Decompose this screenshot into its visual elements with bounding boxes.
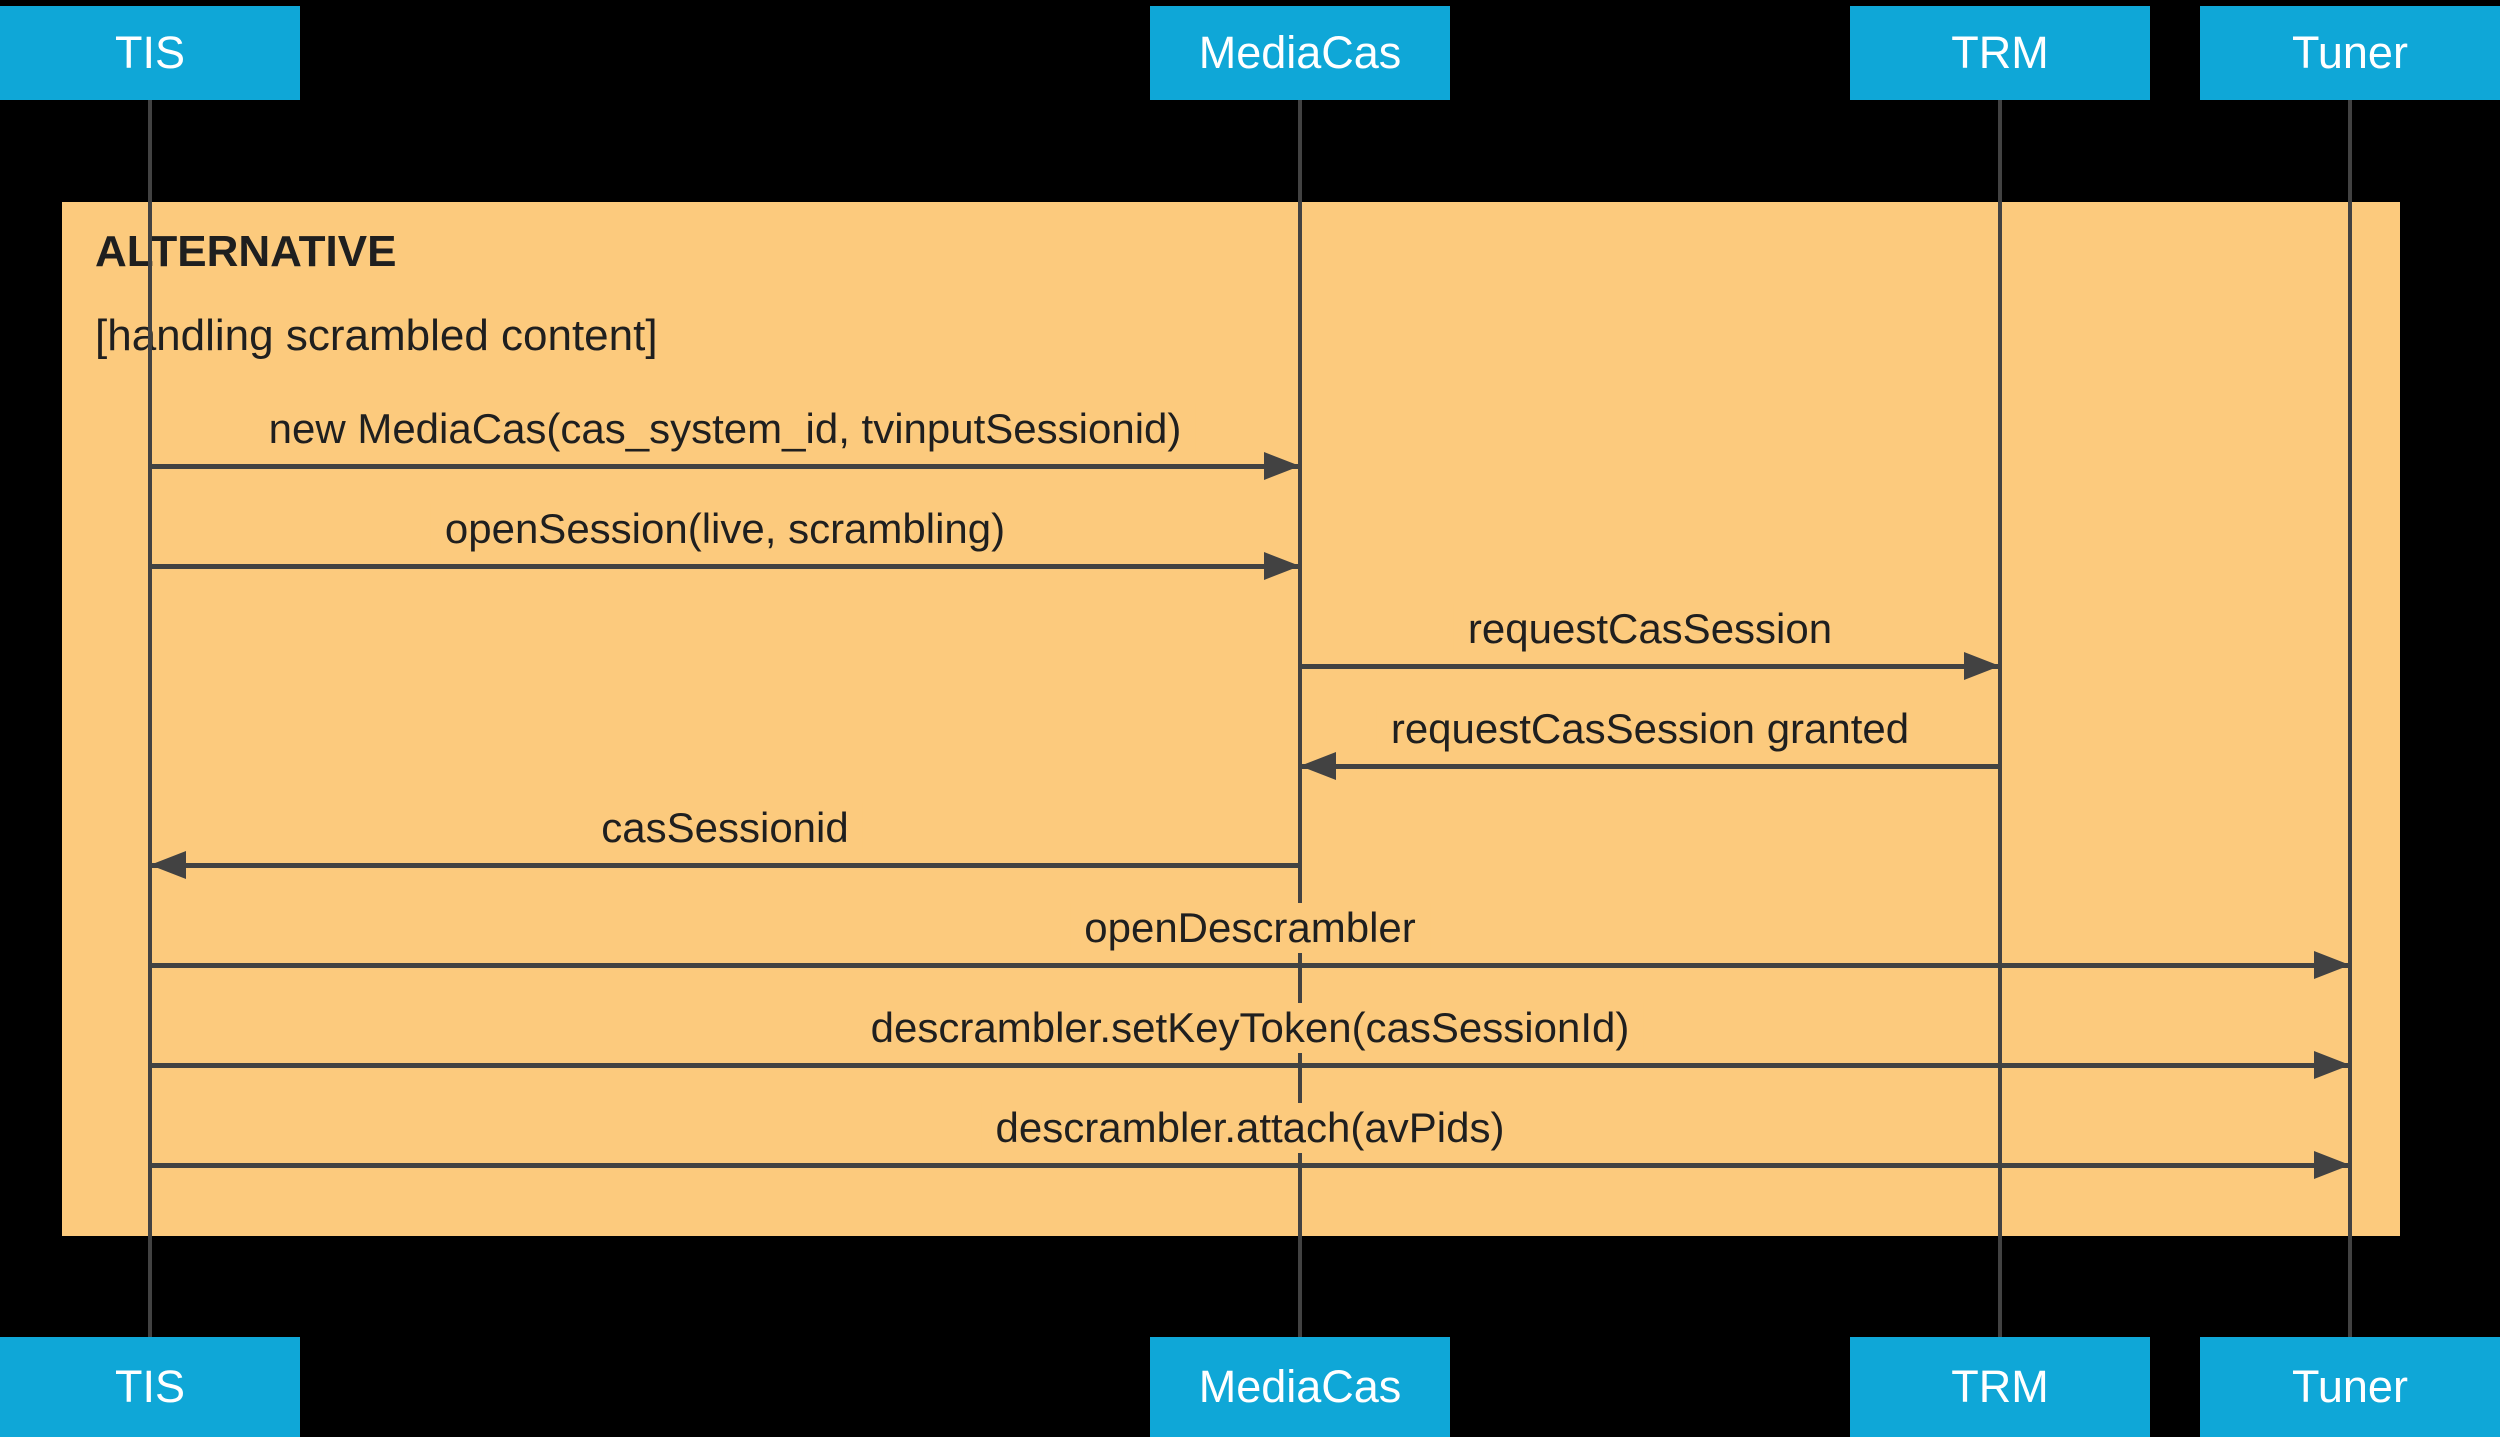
participant-top-tis: TIS: [0, 6, 300, 100]
message-line-6: [150, 1063, 2350, 1068]
message-arrowhead-5: [2314, 951, 2350, 979]
message-line-5: [150, 963, 2350, 968]
message-label-5: openDescrambler: [1070, 903, 1430, 953]
lifeline-trm: [1998, 100, 2002, 1337]
message-line-0: [150, 464, 1300, 469]
message-line-7: [150, 1163, 2350, 1168]
participant-top-mediacas: MediaCas: [1150, 6, 1450, 100]
message-line-1: [150, 564, 1300, 569]
message-arrowhead-4: [150, 851, 186, 879]
participant-top-trm: TRM: [1850, 6, 2150, 100]
message-label-3: requestCasSession granted: [1376, 704, 1924, 754]
participant-bottom-tis: TIS: [0, 1337, 300, 1437]
message-label-6: descrambler.setKeyToken(casSessionId): [856, 1003, 1644, 1053]
message-label-7: descrambler.attach(avPids): [981, 1103, 1519, 1153]
lifeline-tuner: [2348, 100, 2352, 1337]
message-line-3: [1300, 764, 2000, 769]
message-arrowhead-7: [2314, 1151, 2350, 1179]
participant-bottom-mediacas: MediaCas: [1150, 1337, 1450, 1437]
message-line-4: [150, 863, 1300, 868]
message-arrowhead-3: [1300, 752, 1336, 780]
message-label-4: casSessionid: [587, 803, 863, 853]
participant-bottom-trm: TRM: [1850, 1337, 2150, 1437]
alt-fragment-box: ALTERNATIVE [handling scrambled content]: [62, 202, 2400, 1236]
message-label-1: openSession(live, scrambling): [430, 504, 1020, 554]
participant-bottom-tuner: Tuner: [2200, 1337, 2500, 1437]
message-label-0: new MediaCas(cas_system_id, tvinputSessi…: [254, 404, 1196, 454]
message-label-2: requestCasSession: [1453, 604, 1847, 654]
lifeline-tis: [148, 100, 152, 1337]
participant-top-tuner: Tuner: [2200, 6, 2500, 100]
fragment-operator-label: ALTERNATIVE: [95, 220, 407, 284]
message-line-2: [1300, 664, 2000, 669]
lifeline-mediacas: [1298, 100, 1302, 1337]
message-arrowhead-2: [1964, 652, 2000, 680]
message-arrowhead-0: [1264, 452, 1300, 480]
fragment-guard-label: [handling scrambled content]: [95, 304, 668, 368]
message-arrowhead-1: [1264, 552, 1300, 580]
message-arrowhead-6: [2314, 1051, 2350, 1079]
